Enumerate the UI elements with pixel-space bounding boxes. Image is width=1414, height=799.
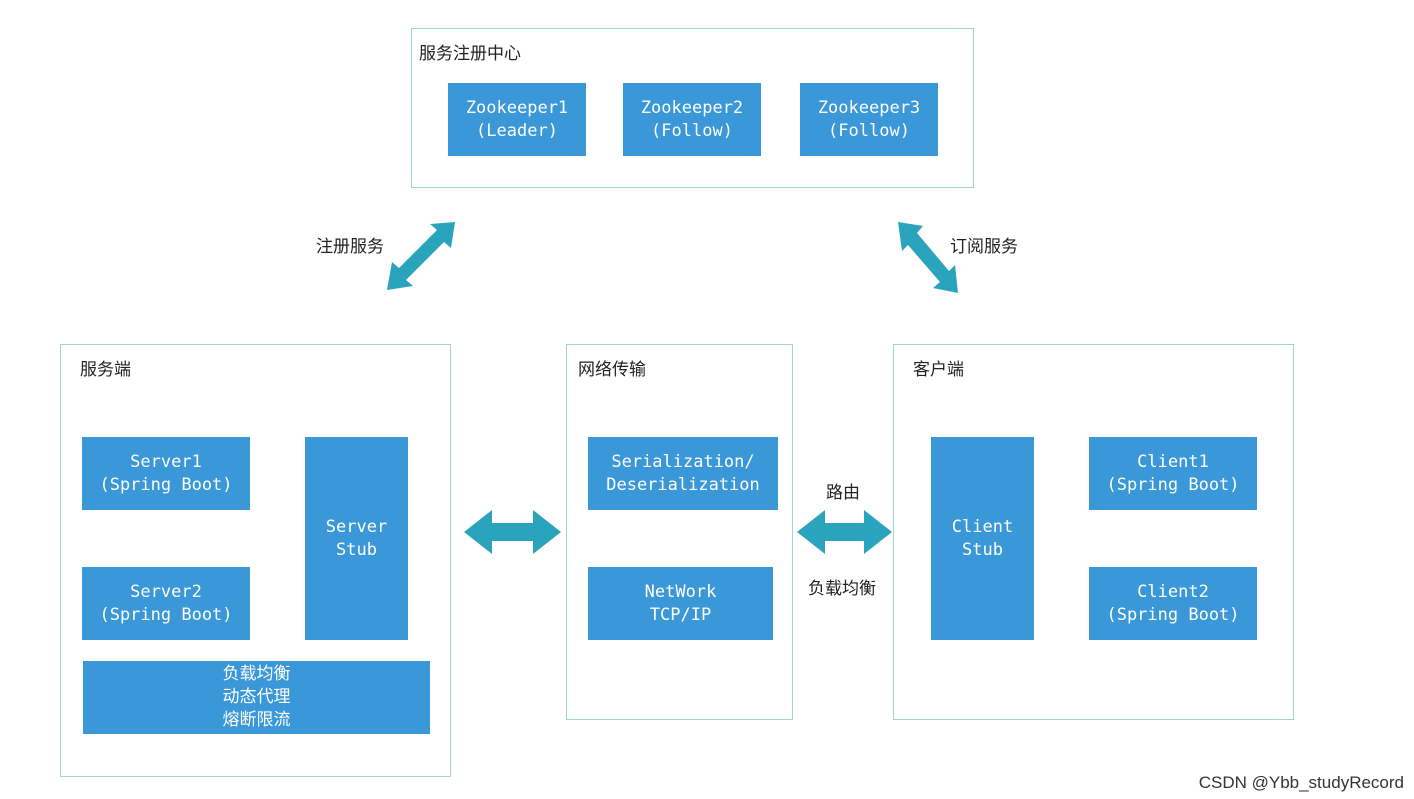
zookeeper1-node: Zookeeper1 (Leader) bbox=[448, 83, 586, 156]
network-title: 网络传输 bbox=[578, 360, 646, 380]
server2-node: Server2 (Spring Boot) bbox=[82, 567, 250, 640]
zookeeper2-name: Zookeeper2 bbox=[640, 97, 744, 118]
client-panel: 客户端 Client Stub Client1 (Spring Boot) Cl… bbox=[893, 344, 1294, 720]
register-arrow-shape bbox=[387, 222, 455, 290]
server2-type: (Spring Boot) bbox=[99, 604, 233, 625]
feature-load-balance: 负载均衡 bbox=[222, 664, 291, 684]
network-client-arrow-shape bbox=[797, 510, 892, 554]
network-panel: 网络传输 Serialization/ Deserialization NetW… bbox=[566, 344, 793, 720]
zookeeper1-role: (Leader) bbox=[476, 120, 558, 141]
client1-name: Client1 bbox=[1137, 451, 1209, 472]
registry-panel: 服务注册中心 Zookeeper1 (Leader) Zookeeper2 (F… bbox=[411, 28, 974, 188]
client-stub-line1: Client bbox=[951, 516, 1014, 537]
load-balance-label: 负载均衡 bbox=[808, 579, 876, 599]
feature-circuit-breaker: 熔断限流 bbox=[222, 710, 291, 730]
client-title: 客户端 bbox=[913, 360, 964, 380]
transport-line1: NetWork bbox=[644, 581, 717, 602]
registry-title: 服务注册中心 bbox=[419, 44, 521, 64]
server2-name: Server2 bbox=[130, 581, 202, 602]
zookeeper2-node: Zookeeper2 (Follow) bbox=[623, 83, 761, 156]
client1-type: (Spring Boot) bbox=[1106, 474, 1240, 495]
server-panel: 服务端 Server1 (Spring Boot) Server2 (Sprin… bbox=[60, 344, 451, 777]
server-title: 服务端 bbox=[80, 360, 131, 380]
server-network-arrow-shape bbox=[464, 510, 561, 554]
zookeeper3-node: Zookeeper3 (Follow) bbox=[800, 83, 938, 156]
register-label: 注册服务 bbox=[316, 237, 384, 257]
client-stub-line2: Stub bbox=[962, 539, 1003, 560]
server1-name: Server1 bbox=[130, 451, 202, 472]
feature-dynamic-proxy: 动态代理 bbox=[222, 687, 291, 707]
server1-type: (Spring Boot) bbox=[99, 474, 233, 495]
server-stub-line1: Server bbox=[325, 516, 388, 537]
client2-type: (Spring Boot) bbox=[1106, 604, 1240, 625]
server-features: 负载均衡 动态代理 熔断限流 bbox=[83, 661, 430, 734]
serialization-line1: Serialization/ bbox=[611, 451, 755, 472]
server-stub-line2: Stub bbox=[336, 539, 377, 560]
serialization-line2: Deserialization bbox=[606, 474, 760, 495]
subscribe-arrow-shape bbox=[898, 222, 958, 293]
watermark: CSDN @Ybb_studyRecord bbox=[1198, 773, 1404, 792]
zookeeper3-role: (Follow) bbox=[828, 120, 910, 141]
client2-name: Client2 bbox=[1137, 581, 1209, 602]
serialization-node: Serialization/ Deserialization bbox=[588, 437, 778, 510]
zookeeper2-role: (Follow) bbox=[651, 120, 733, 141]
server-stub: Server Stub bbox=[305, 437, 408, 640]
client2-node: Client2 (Spring Boot) bbox=[1089, 567, 1257, 640]
client-stub: Client Stub bbox=[931, 437, 1034, 640]
transport-node: NetWork TCP/IP bbox=[588, 567, 773, 640]
server1-node: Server1 (Spring Boot) bbox=[82, 437, 250, 510]
zookeeper3-name: Zookeeper3 bbox=[817, 97, 921, 118]
zookeeper1-name: Zookeeper1 bbox=[465, 97, 569, 118]
transport-line2: TCP/IP bbox=[649, 604, 712, 625]
subscribe-label: 订阅服务 bbox=[950, 237, 1018, 257]
routing-label: 路由 bbox=[826, 483, 860, 503]
client1-node: Client1 (Spring Boot) bbox=[1089, 437, 1257, 510]
